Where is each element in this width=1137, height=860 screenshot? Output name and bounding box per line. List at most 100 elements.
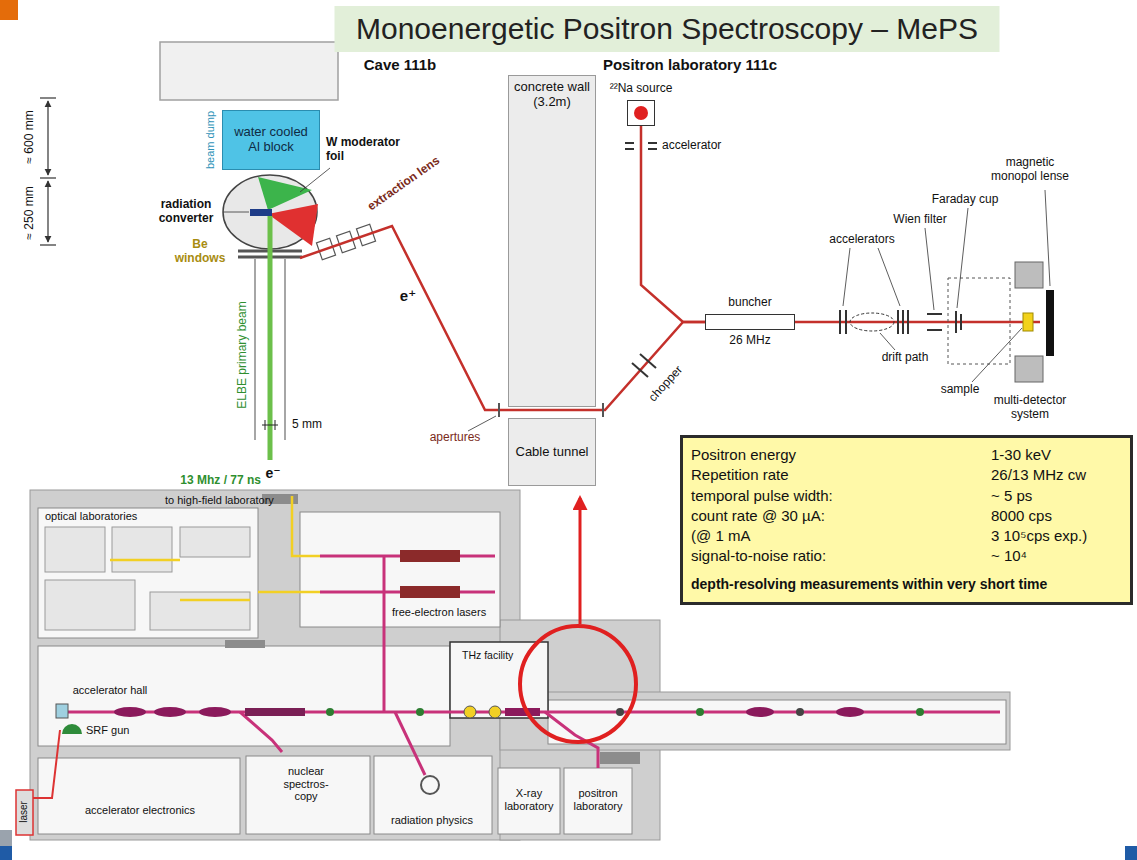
accelerator-beamline [916, 708, 924, 716]
floor-plan [30, 490, 520, 840]
leader-line [1045, 190, 1050, 286]
aperture [498, 403, 500, 417]
room-label: nuclear spectros- copy [279, 765, 333, 803]
leader-line [223, 212, 249, 213]
accelerator-beamline [326, 708, 334, 716]
cave-wall [160, 42, 338, 100]
accelerator-beamline [400, 586, 460, 598]
dimension-mark [275, 420, 276, 430]
accelerator-beamline [464, 706, 476, 718]
table-cell: 26/13 MHz cw [991, 466, 1122, 483]
leader-line [880, 333, 895, 350]
chopper-symbol [640, 354, 656, 368]
beamline-optics [960, 314, 962, 330]
part-label: 26 MHz [729, 334, 770, 348]
floor-plan [38, 508, 258, 638]
room-label: free-electron lasers [392, 606, 486, 619]
dimension-arrow [40, 97, 56, 98]
accelerator-beamline [154, 707, 186, 717]
floor-plan [548, 700, 1006, 744]
electron-beam [268, 216, 273, 460]
room-label: THz facility [462, 649, 513, 661]
floor-plan [150, 592, 250, 630]
target-chamber [250, 209, 272, 216]
part-label: ELBE primary beam [236, 301, 250, 408]
table-cell: ~ 10⁴ [991, 547, 1122, 564]
floor-plan [225, 640, 265, 648]
concrete-wall: concrete wall (3.2m) [508, 75, 596, 407]
dimension-arrow [47, 101, 48, 175]
beam-line [641, 126, 705, 322]
floor-plan [45, 580, 135, 630]
highlight-circle [579, 498, 582, 624]
table-cell: 3 10⁵cps exp.) [991, 527, 1122, 544]
detector [1015, 356, 1043, 382]
table-cell: signal-to-noise ratio: [691, 547, 991, 564]
cave-wall [160, 42, 338, 100]
room-title: Positron laboratory 111c [603, 56, 777, 73]
particle-label: e⁺ [400, 287, 416, 304]
floor-plan [45, 527, 250, 630]
floor-plan [112, 527, 172, 572]
corner-marks [0, 846, 12, 860]
accelerator-beamline [489, 706, 501, 718]
laser-box [16, 790, 33, 835]
accelerator-beamline [696, 708, 704, 716]
table-cell: (@ 1 mA [691, 527, 991, 544]
highlight-circle [520, 498, 636, 742]
laser-box [16, 730, 60, 835]
leader-line [972, 328, 1022, 382]
table-cell: depth-resolving measurements within very… [691, 576, 1122, 592]
detector [1015, 262, 1043, 288]
beamline-optics [927, 329, 942, 331]
accelerator-beamline [796, 708, 804, 716]
part-label: radiation converter [152, 198, 220, 226]
room-label: radiation physics [391, 814, 473, 827]
part-label: ²²Na source [610, 82, 673, 96]
dimension-label: ≈ 600 mm [23, 110, 37, 163]
accelerator-beamline [114, 707, 146, 717]
chopper-symbol [632, 354, 656, 377]
accelerator-symbol [625, 148, 634, 150]
beamline-optics [850, 313, 894, 331]
box-text: Cable tunnel [516, 445, 589, 460]
accelerator-beamline [836, 707, 864, 717]
dimension-mark [262, 420, 278, 430]
part-label: Wien filter [893, 213, 946, 227]
cable-tunnel: Cable tunnel [508, 418, 596, 486]
target-chamber [268, 204, 318, 246]
beam-pipe [284, 259, 286, 440]
sample-holder [1023, 290, 1054, 356]
chopper-symbol [632, 363, 648, 377]
electron-beam [270, 216, 271, 460]
beamline-optics [907, 310, 909, 334]
aperture [602, 403, 604, 417]
accelerator-beamline [56, 704, 68, 718]
dimension-arrow [40, 98, 56, 245]
title-banner: Monoenergetic Positron Spectroscopy – Me… [335, 6, 1000, 52]
floor-plan [300, 512, 500, 627]
floor-plan [180, 527, 250, 557]
part-label: accelerators [829, 233, 894, 247]
floor-plan [38, 646, 450, 746]
leader-line [300, 168, 330, 192]
detector [1015, 262, 1043, 382]
leader-line [843, 248, 850, 306]
part-label: apertures [430, 431, 481, 445]
table-cell: 1-30 keV [991, 446, 1122, 463]
accelerator-beamline [421, 776, 439, 794]
part-label: beam dump [204, 111, 217, 169]
accelerator-beamline [395, 712, 425, 775]
dimension-arrow [47, 181, 48, 242]
room-title: Cave 111b [364, 56, 437, 73]
floor-plan [38, 758, 240, 834]
dimension-label: ≈ 250 mm [23, 186, 37, 239]
accelerator-symbol [648, 142, 657, 144]
accelerator-beamline [383, 556, 386, 712]
parameter-table: Positron energy1-30 keVRepetition rate26… [680, 435, 1133, 605]
accelerator-symbol [625, 142, 634, 144]
part-label: magnetic monopol lense [985, 156, 1075, 184]
leader-line [878, 248, 900, 306]
accelerator-beamline [505, 708, 540, 716]
